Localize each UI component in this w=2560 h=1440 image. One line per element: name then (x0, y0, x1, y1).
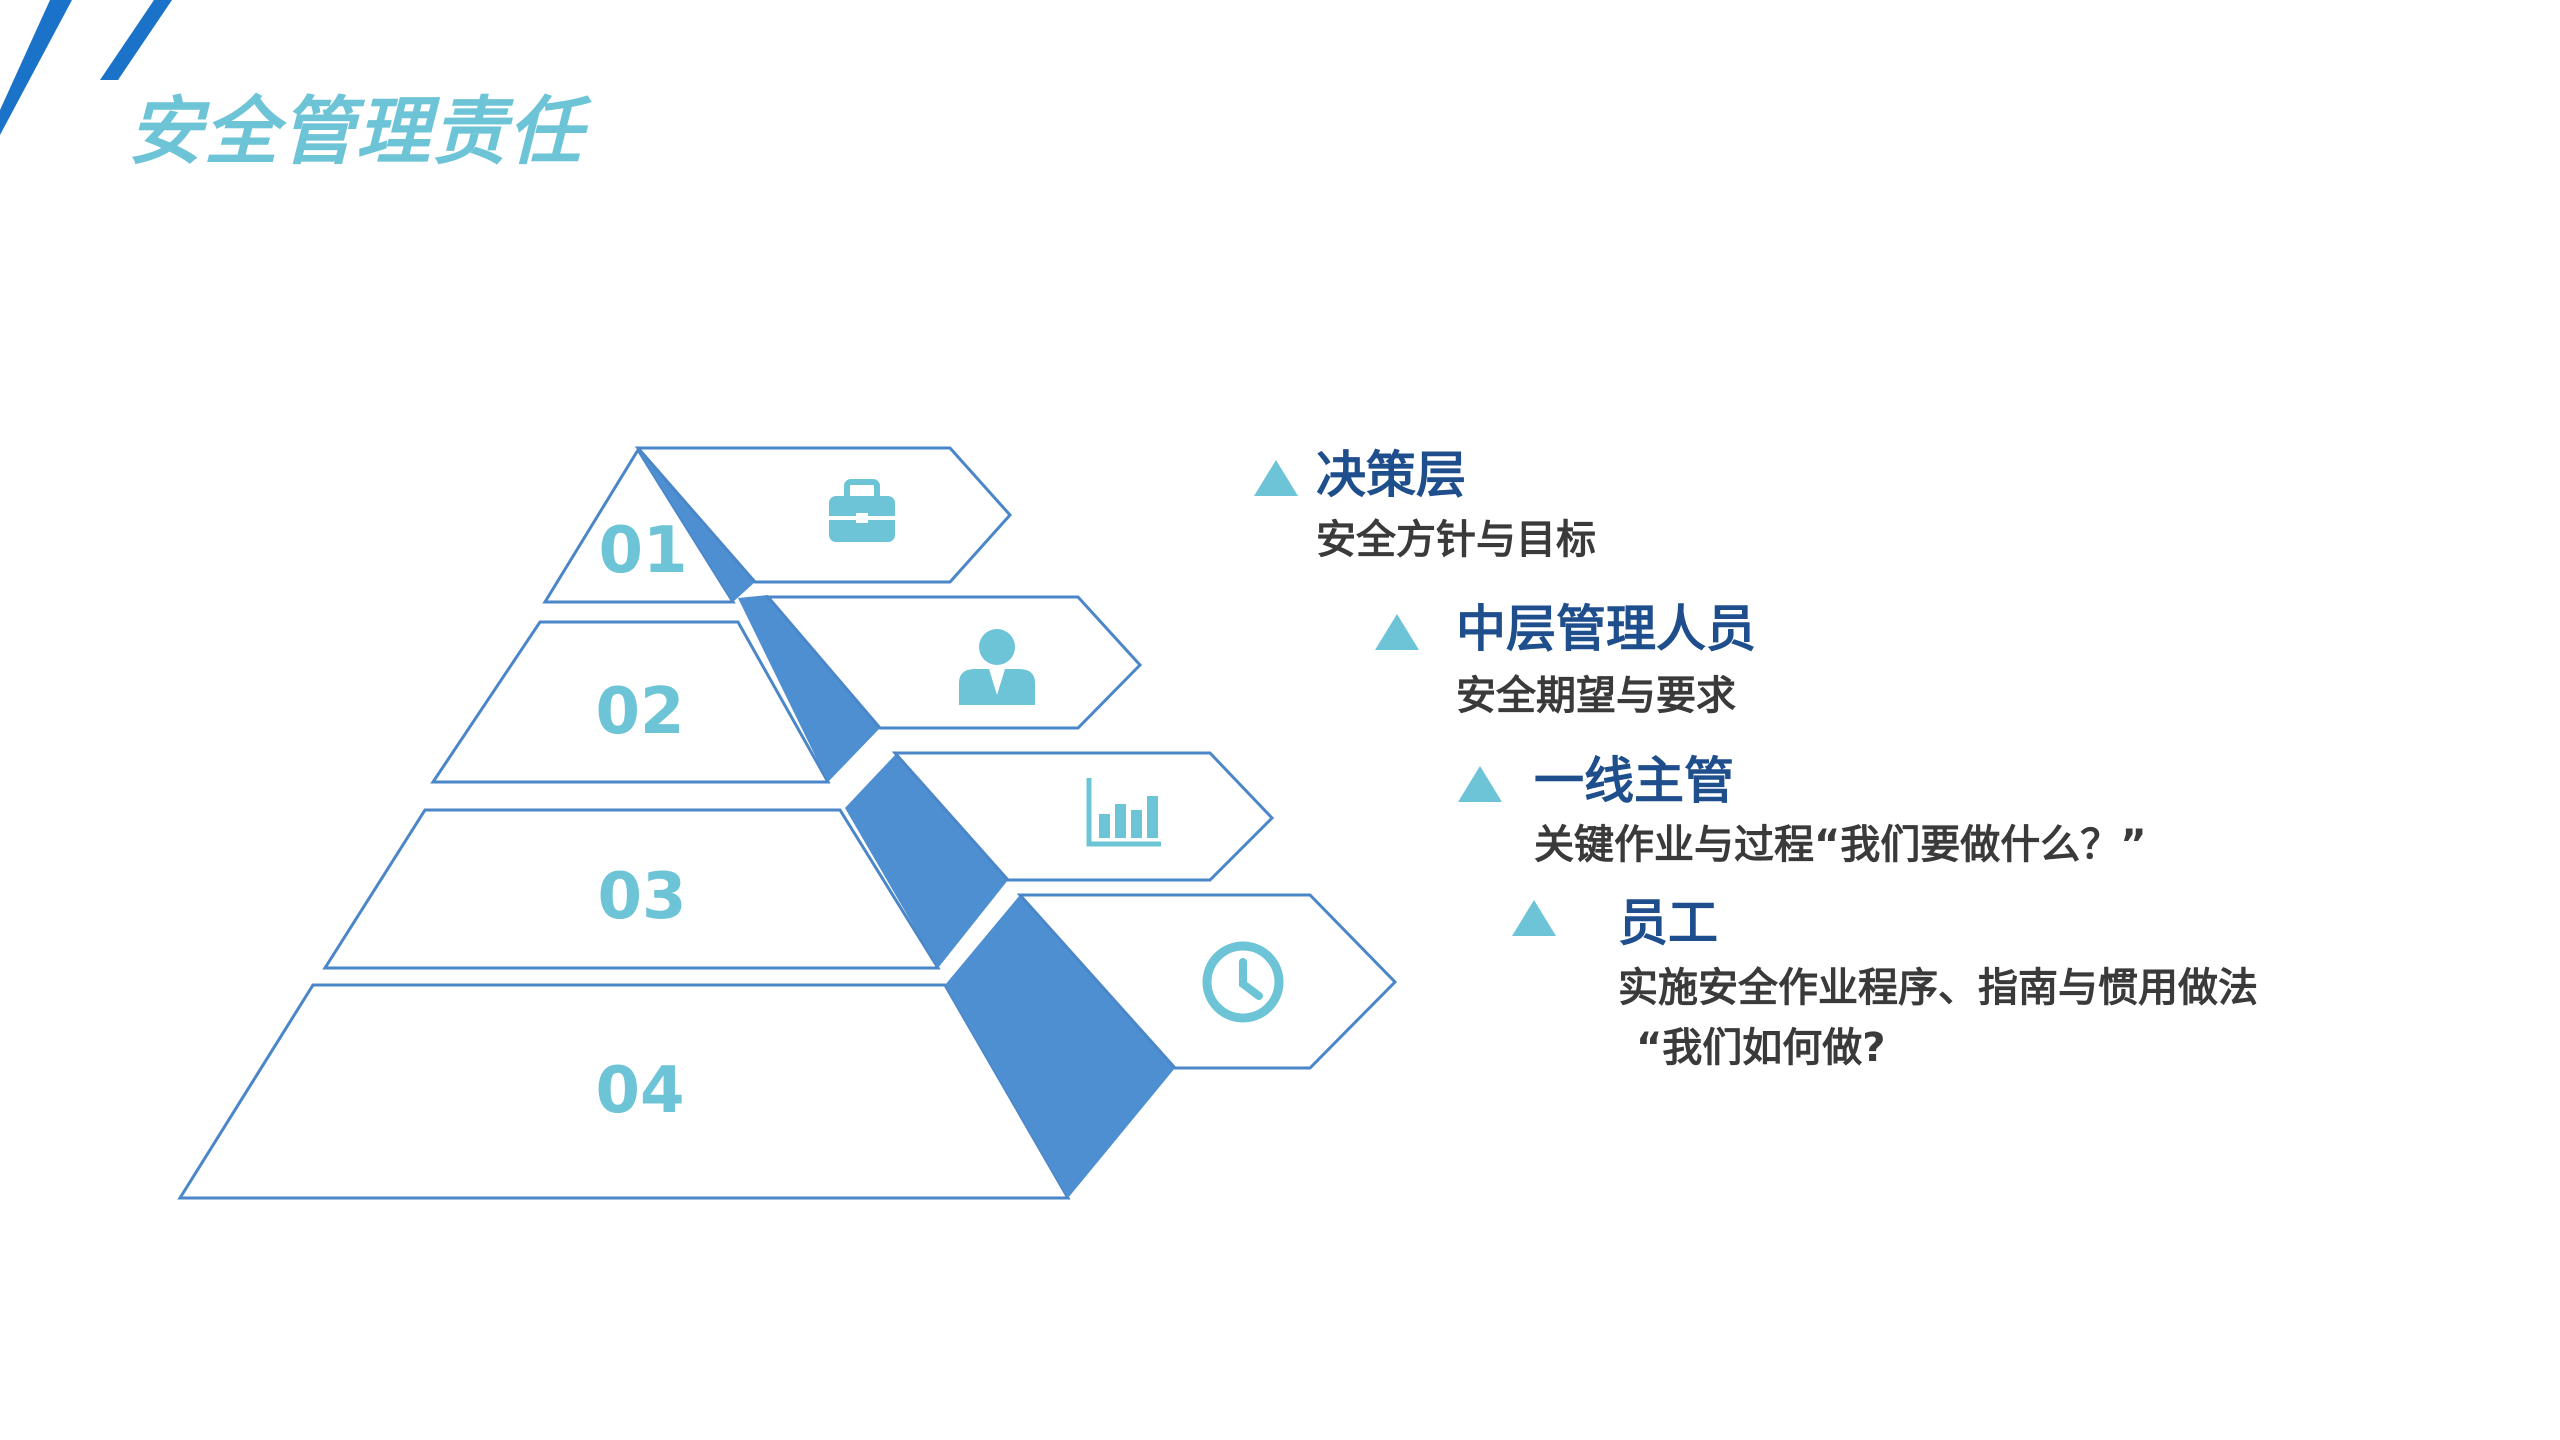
item-title: 员工 (1618, 894, 1718, 952)
pyramid-diagram: 01 02 03 (177, 446, 1398, 1200)
slide-title: 安全管理责任 (128, 89, 584, 175)
item-description: 实施安全作业程序、指南与惯用做法 (1618, 965, 2258, 1011)
item-title: 一线主管 (1534, 752, 1734, 810)
item-title: 中层管理人员 (1456, 600, 1756, 658)
pyramid-level-1-side (638, 450, 755, 602)
level-number-04: 04 (595, 1054, 684, 1128)
item-description: 安全期望与要求 (1456, 673, 1736, 719)
briefcase-icon (829, 479, 895, 542)
person-icon (959, 629, 1035, 705)
pyramid-level-3: 03 (322, 751, 1275, 970)
bar-chart-icon (1086, 778, 1161, 847)
level-number-02: 02 (595, 675, 684, 749)
triangle-bullet-icon (1375, 614, 1419, 650)
triangle-bullet-icon (1254, 460, 1298, 496)
pyramid-level-3-side (845, 755, 1008, 968)
triangle-bullet-icon (1458, 766, 1502, 802)
pyramid-level-2: 02 (430, 595, 1143, 784)
pyramid-level-3-tab (891, 751, 1275, 882)
item-title: 决策层 (1316, 446, 1466, 504)
item-description: 安全方针与目标 (1316, 517, 1596, 563)
pyramid-level-4: 04 (177, 893, 1398, 1200)
pyramid-level-2-side (738, 595, 880, 782)
item-description: 关键作业与过程“我们要做什么？” (1534, 822, 2147, 868)
item-description-line-2: “我们如何做? (1636, 1025, 1886, 1071)
level-number-01: 01 (598, 514, 687, 588)
corner-stripes (0, 0, 172, 135)
pyramid-level-4-side (945, 895, 1175, 1198)
pyramid-level-2-tab (764, 595, 1143, 730)
level-number-03: 03 (597, 860, 686, 934)
pyramid-level-1: 01 (542, 446, 1013, 604)
clock-icon (1202, 941, 1284, 1023)
pyramid-level-1-tab (634, 446, 1013, 584)
triangle-bullet-icon (1512, 900, 1556, 936)
